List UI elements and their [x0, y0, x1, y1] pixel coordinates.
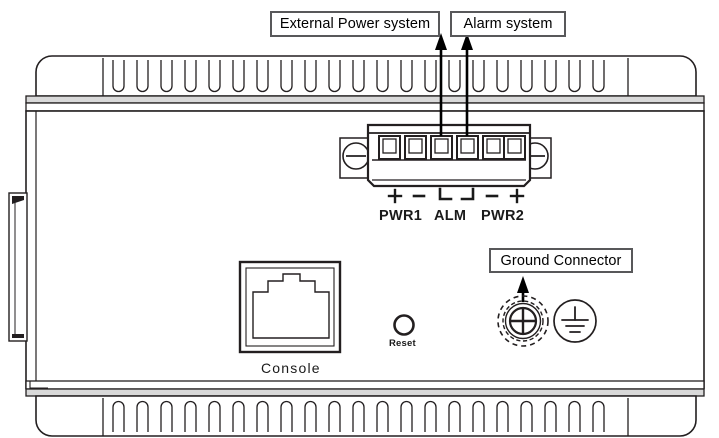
callout-external-power-system: External Power system	[270, 11, 440, 37]
ground-screw[interactable]	[497, 295, 549, 347]
earth-ground-symbol	[553, 299, 597, 343]
terminal-openings	[378, 135, 526, 160]
top-vent-slots	[112, 59, 605, 93]
arrow-external-power	[435, 33, 447, 136]
bottom-edge-rails	[25, 380, 705, 397]
alm-bracket-left-icon	[438, 187, 453, 201]
plus-mark-pwr2-icon	[509, 188, 525, 204]
reset-button[interactable]	[393, 314, 415, 336]
polarity-marks	[387, 187, 525, 204]
terminal-group-label-alm: ALM	[434, 208, 467, 224]
console-port-label: Console	[261, 360, 321, 376]
left-side-bracket	[8, 192, 28, 342]
reset-button-label: Reset	[389, 338, 416, 349]
terminal-group-label-pwr2: PWR2	[481, 208, 525, 224]
callout-alarm-system: Alarm system	[450, 11, 566, 37]
earth-symbol-circle-icon	[553, 299, 597, 343]
callout-ground-connector: Ground Connector	[489, 248, 633, 273]
phillips-cross-icon	[510, 308, 536, 334]
arrow-alarm	[461, 33, 473, 136]
rj45-keyhole-icon	[252, 273, 330, 339]
earth-symbol-glyph-icon	[561, 306, 589, 333]
callout-alarm-label: Alarm system	[463, 16, 553, 32]
callout-ground-label: Ground Connector	[500, 252, 622, 269]
terminal-group-label-pwr1: PWR1	[379, 208, 423, 224]
bottom-vent-slots	[112, 400, 605, 433]
ground-screw-dashed-outline-icon	[497, 295, 549, 347]
serrated-washer-icon	[502, 300, 544, 342]
terminal-block	[339, 123, 552, 188]
callout-external-power-label: External Power system	[279, 16, 431, 32]
console-port[interactable]	[238, 260, 342, 354]
reset-hole-icon	[393, 314, 415, 336]
alm-bracket-right-icon	[460, 187, 475, 201]
plus-mark-pwr1-icon	[387, 188, 403, 204]
